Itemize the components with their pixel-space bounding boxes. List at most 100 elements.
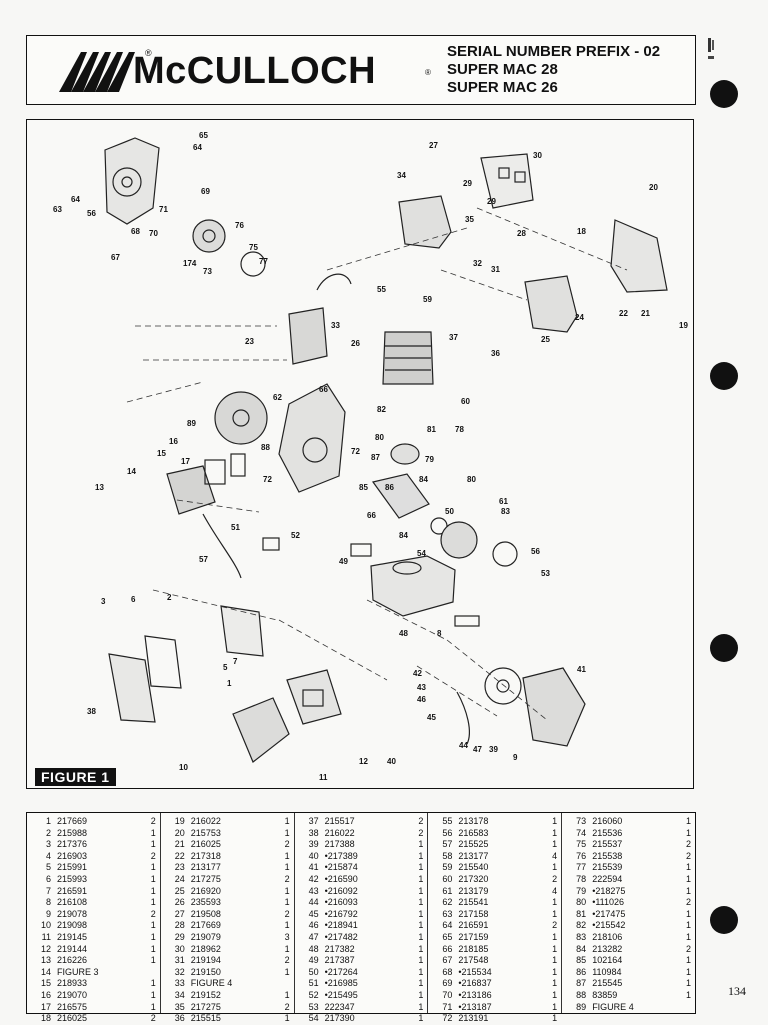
callout-label: 53	[541, 569, 550, 578]
part-number: 216903	[57, 850, 88, 861]
ref-number: 25	[174, 885, 185, 896]
quantity: 1	[418, 943, 424, 954]
quantity: 1	[552, 989, 558, 1000]
quantity: 2	[685, 850, 691, 861]
ref-number: 13	[40, 955, 51, 966]
part-number: 215536	[592, 827, 623, 838]
quantity: 2	[418, 816, 424, 826]
quantity: 1	[685, 989, 691, 1000]
part-number: 215538	[592, 850, 623, 861]
page-number: 134	[728, 984, 746, 998]
quantity: 2	[284, 955, 290, 966]
callout-label: 34	[397, 171, 406, 180]
part-number: •215534	[458, 966, 492, 977]
ref-number: 47	[308, 931, 319, 942]
callout-label: 26	[351, 339, 360, 348]
quantity: 1	[685, 862, 691, 873]
callout-label: 84	[399, 531, 408, 540]
callout-label: 12	[359, 757, 368, 766]
ref-number: 64	[442, 920, 453, 931]
part-number: 213178	[458, 816, 489, 826]
ref-number: 29	[174, 931, 185, 942]
ref-number: 61	[442, 885, 453, 896]
quantity: 1	[284, 816, 290, 826]
callout-label: 8	[437, 629, 442, 638]
callout-label: 49	[339, 557, 348, 566]
quantity: 1	[418, 850, 424, 861]
quantity: 1	[552, 897, 558, 908]
part-number: 216022	[190, 816, 221, 826]
ref-number: 10	[40, 920, 51, 931]
part-number: •111026	[592, 897, 625, 908]
ref-number: 22	[174, 850, 185, 861]
quantity: 1	[552, 1001, 558, 1012]
quantity: 1	[552, 966, 558, 977]
ref-number: 9	[45, 908, 51, 919]
ref-number: 4	[45, 850, 51, 861]
callout-label: 52	[291, 531, 300, 540]
ref-number: 82	[576, 920, 587, 931]
callout-label: 44	[459, 741, 468, 750]
header-box: ® McCULLOCH ® SERIAL NUMBER PREFIX - 02 …	[26, 35, 696, 105]
callout-label: 21	[641, 309, 650, 318]
binder-hole-icon	[710, 80, 738, 108]
part-number: •217475	[592, 908, 626, 919]
callout-label: 45	[427, 713, 436, 722]
part-number: 219144	[57, 943, 88, 954]
diagram-canvas: 6564302729292834352018697176757717473636…	[53, 131, 688, 782]
callout-label: 68	[131, 227, 140, 236]
quantity: 4	[552, 885, 558, 896]
ref-number: 49	[308, 955, 319, 966]
part-number: 217390	[324, 1013, 355, 1024]
ref-number: 44	[308, 897, 319, 908]
part-number: •216092	[324, 885, 358, 896]
part-number: 216591	[458, 920, 489, 931]
part-number: 215517	[324, 816, 355, 826]
callout-label: 24	[575, 313, 584, 322]
callout-label: 31	[491, 265, 500, 274]
callout-label: 27	[429, 141, 438, 150]
part-number: •217389	[324, 850, 358, 861]
part-number: 217387	[324, 955, 355, 966]
part-number: 217669	[57, 816, 88, 826]
callout-label: 64	[71, 195, 80, 204]
callout-numbers: 6564302729292834352018697176757717473636…	[53, 131, 688, 782]
model-line-1: SUPER MAC 28	[447, 61, 558, 78]
part-number: 217669	[190, 920, 221, 931]
part-number: 235593	[190, 897, 221, 908]
part-number: 215988	[57, 827, 88, 838]
quantity: 1	[418, 989, 424, 1000]
ref-number: 14	[40, 966, 51, 977]
ref-number: 84	[576, 943, 587, 954]
callout-label: 50	[445, 507, 454, 516]
part-number: 216583	[458, 827, 489, 838]
part-number: 215515	[190, 1013, 221, 1024]
quantity: 4	[552, 850, 558, 861]
ref-number: 89	[576, 1001, 587, 1012]
quantity: 1	[150, 1001, 156, 1012]
quantity: 2	[284, 839, 290, 850]
